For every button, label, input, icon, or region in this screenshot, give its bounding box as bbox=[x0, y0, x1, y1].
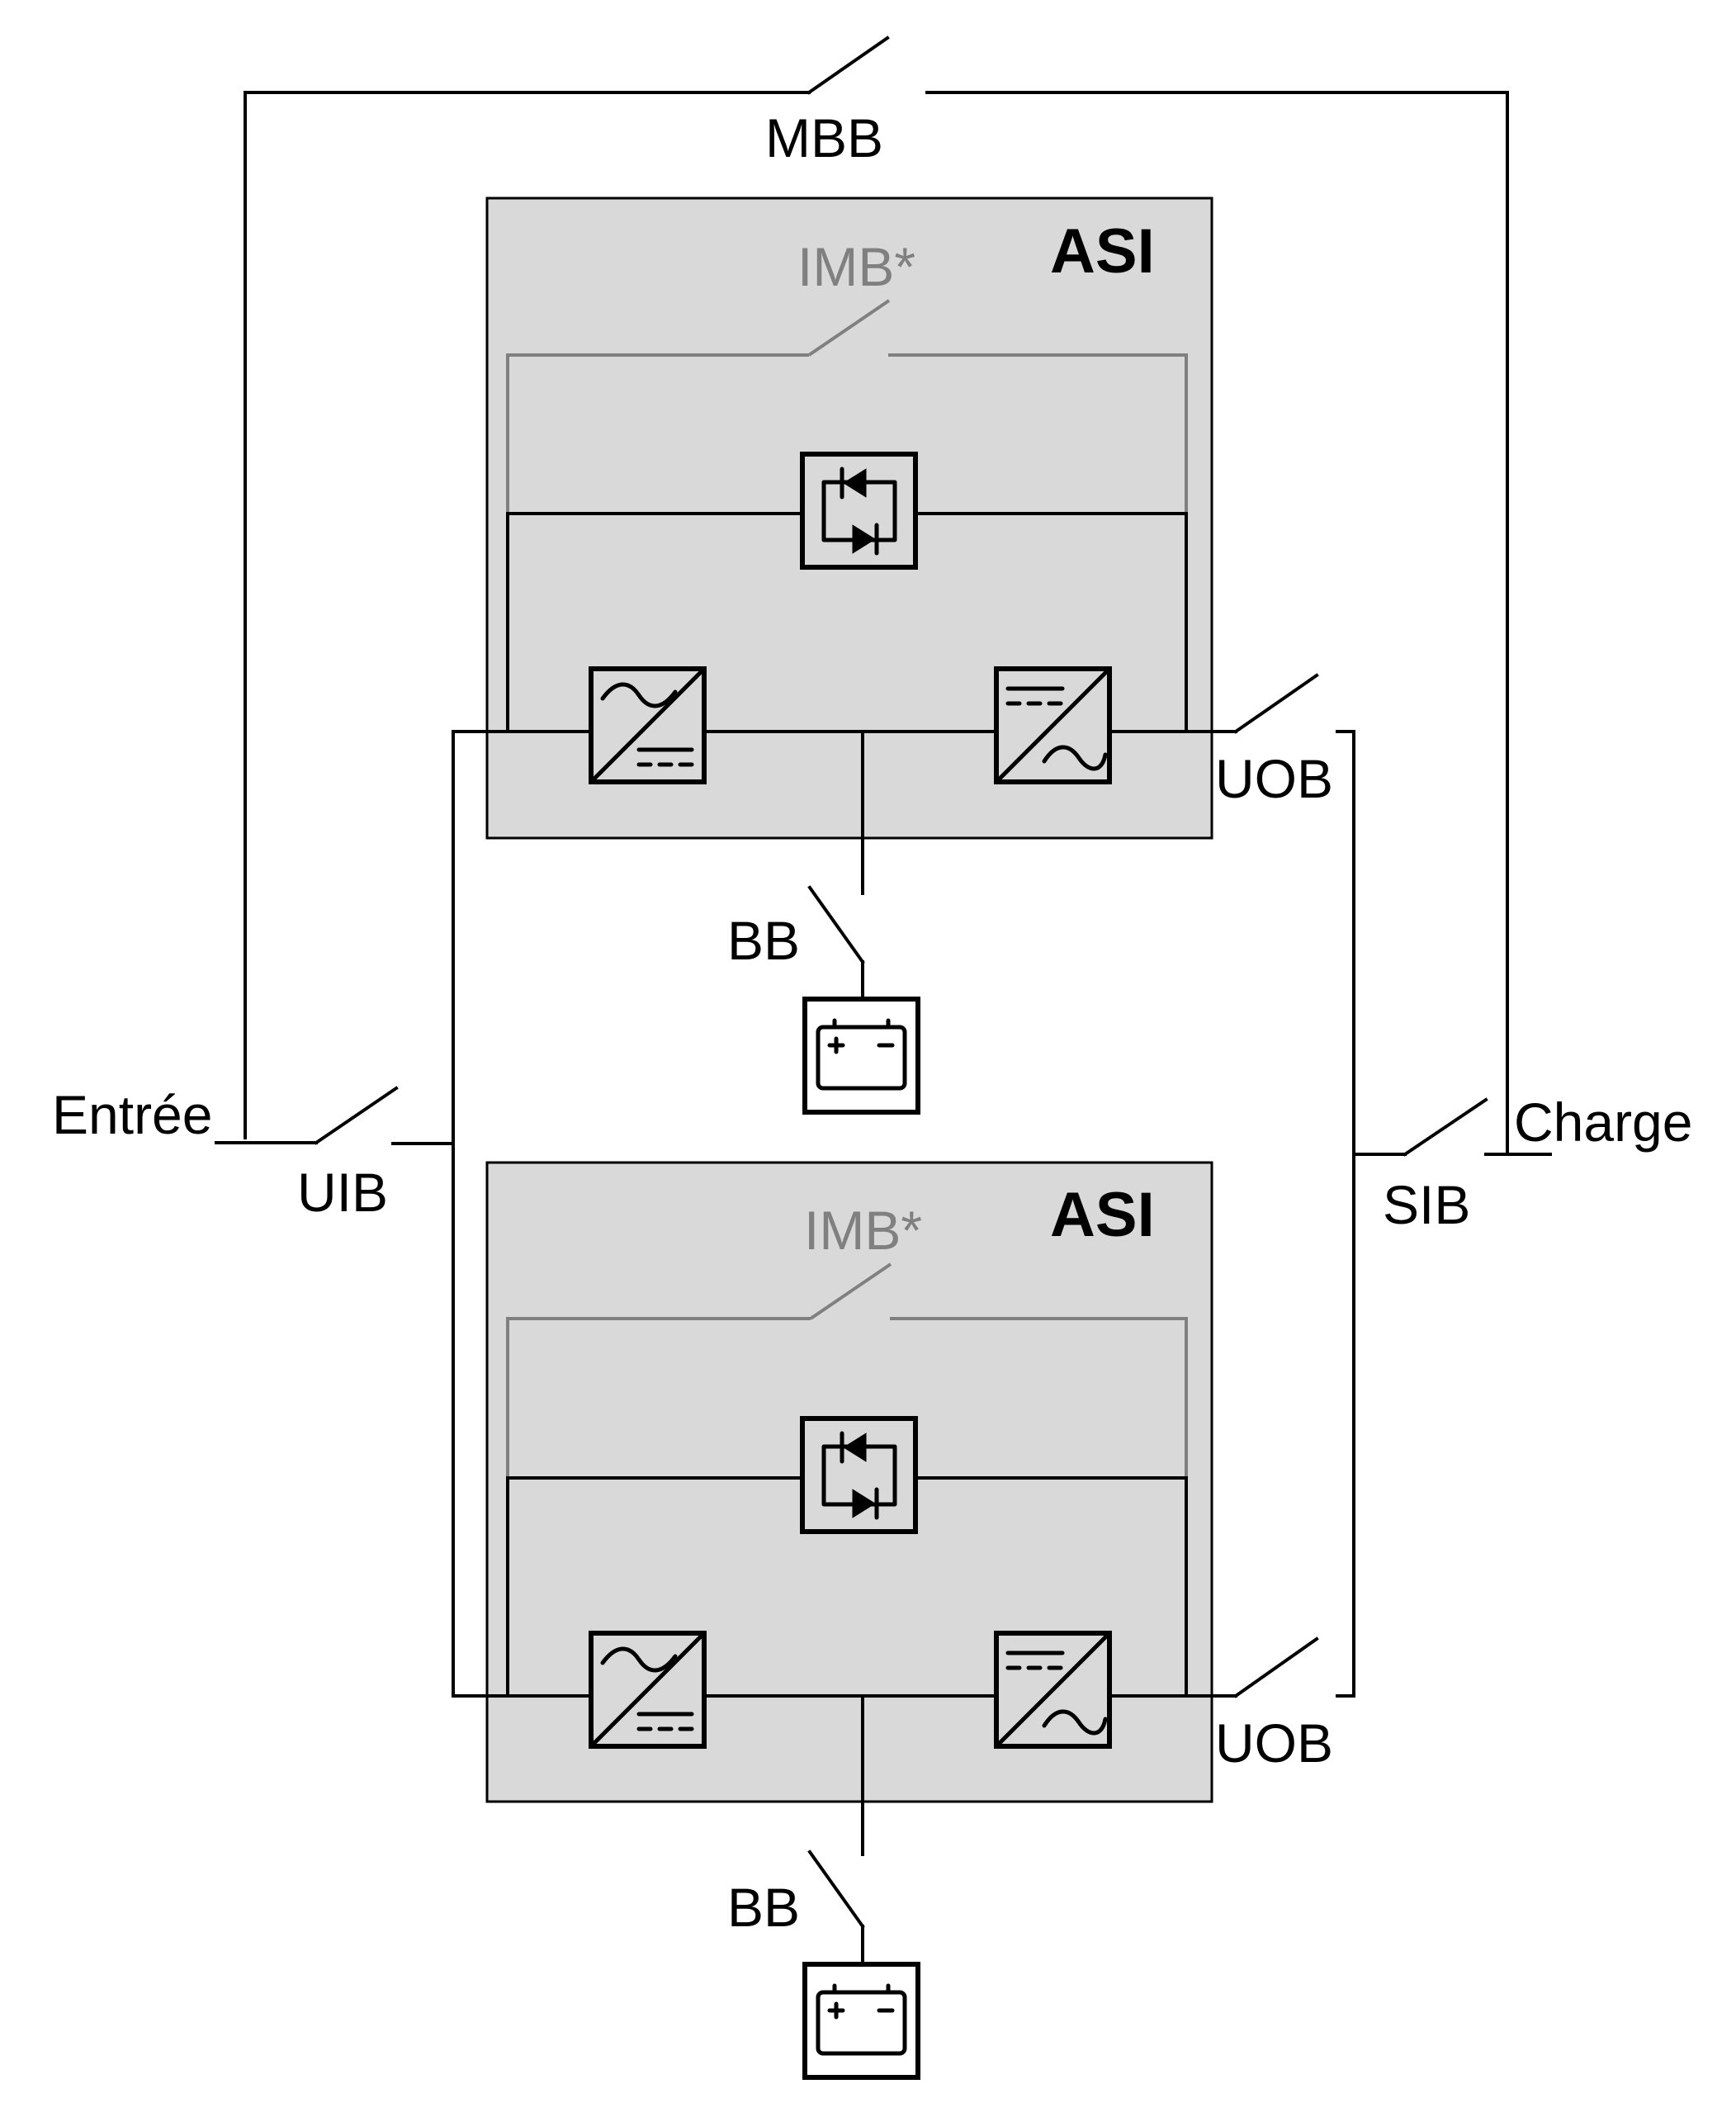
bb-switch bbox=[807, 1849, 865, 1929]
charge-label: Charge bbox=[1514, 1092, 1692, 1153]
battery bbox=[805, 999, 918, 1112]
battery bbox=[805, 1964, 918, 2077]
static-bypass-switch bbox=[802, 1418, 915, 1532]
imb-switch bbox=[809, 1262, 892, 1320]
bb-label: BB bbox=[727, 910, 800, 971]
sib-switch bbox=[1403, 1097, 1488, 1157]
rectifier bbox=[591, 1633, 704, 1746]
ups-unit-2: ASI IMB* UOB BB bbox=[452, 1161, 1333, 2077]
ups-title: ASI bbox=[1050, 216, 1155, 287]
ups-unit-1: ASI IMB* UOB BB bbox=[452, 197, 1333, 1112]
entree-label: Entrée bbox=[52, 1084, 212, 1145]
inverter bbox=[996, 1633, 1109, 1746]
input-section: Entrée UIB bbox=[52, 730, 455, 1698]
rectifier bbox=[591, 669, 704, 782]
imb-label: IMB* bbox=[797, 236, 915, 297]
maintenance-bypass: MBB bbox=[244, 36, 1509, 1156]
static-bypass-switch bbox=[802, 454, 915, 567]
ups-title: ASI bbox=[1050, 1180, 1155, 1250]
uib-label: UIB bbox=[297, 1162, 388, 1223]
uib-switch bbox=[314, 1086, 399, 1145]
uob-switch bbox=[1233, 1636, 1319, 1698]
bb-switch bbox=[807, 885, 865, 964]
output-section: Charge SIB bbox=[1336, 730, 1692, 1698]
inverter bbox=[996, 669, 1109, 782]
uob-label: UOB bbox=[1215, 1712, 1333, 1774]
sib-label: SIB bbox=[1383, 1174, 1470, 1235]
imb-switch bbox=[807, 299, 891, 357]
mbb-label: MBB bbox=[765, 107, 883, 168]
imb-label: IMB* bbox=[804, 1200, 922, 1261]
mbb-switch bbox=[807, 36, 890, 95]
uob-label: UOB bbox=[1215, 748, 1333, 809]
bb-label: BB bbox=[727, 1877, 800, 1938]
uob-switch bbox=[1233, 673, 1319, 734]
